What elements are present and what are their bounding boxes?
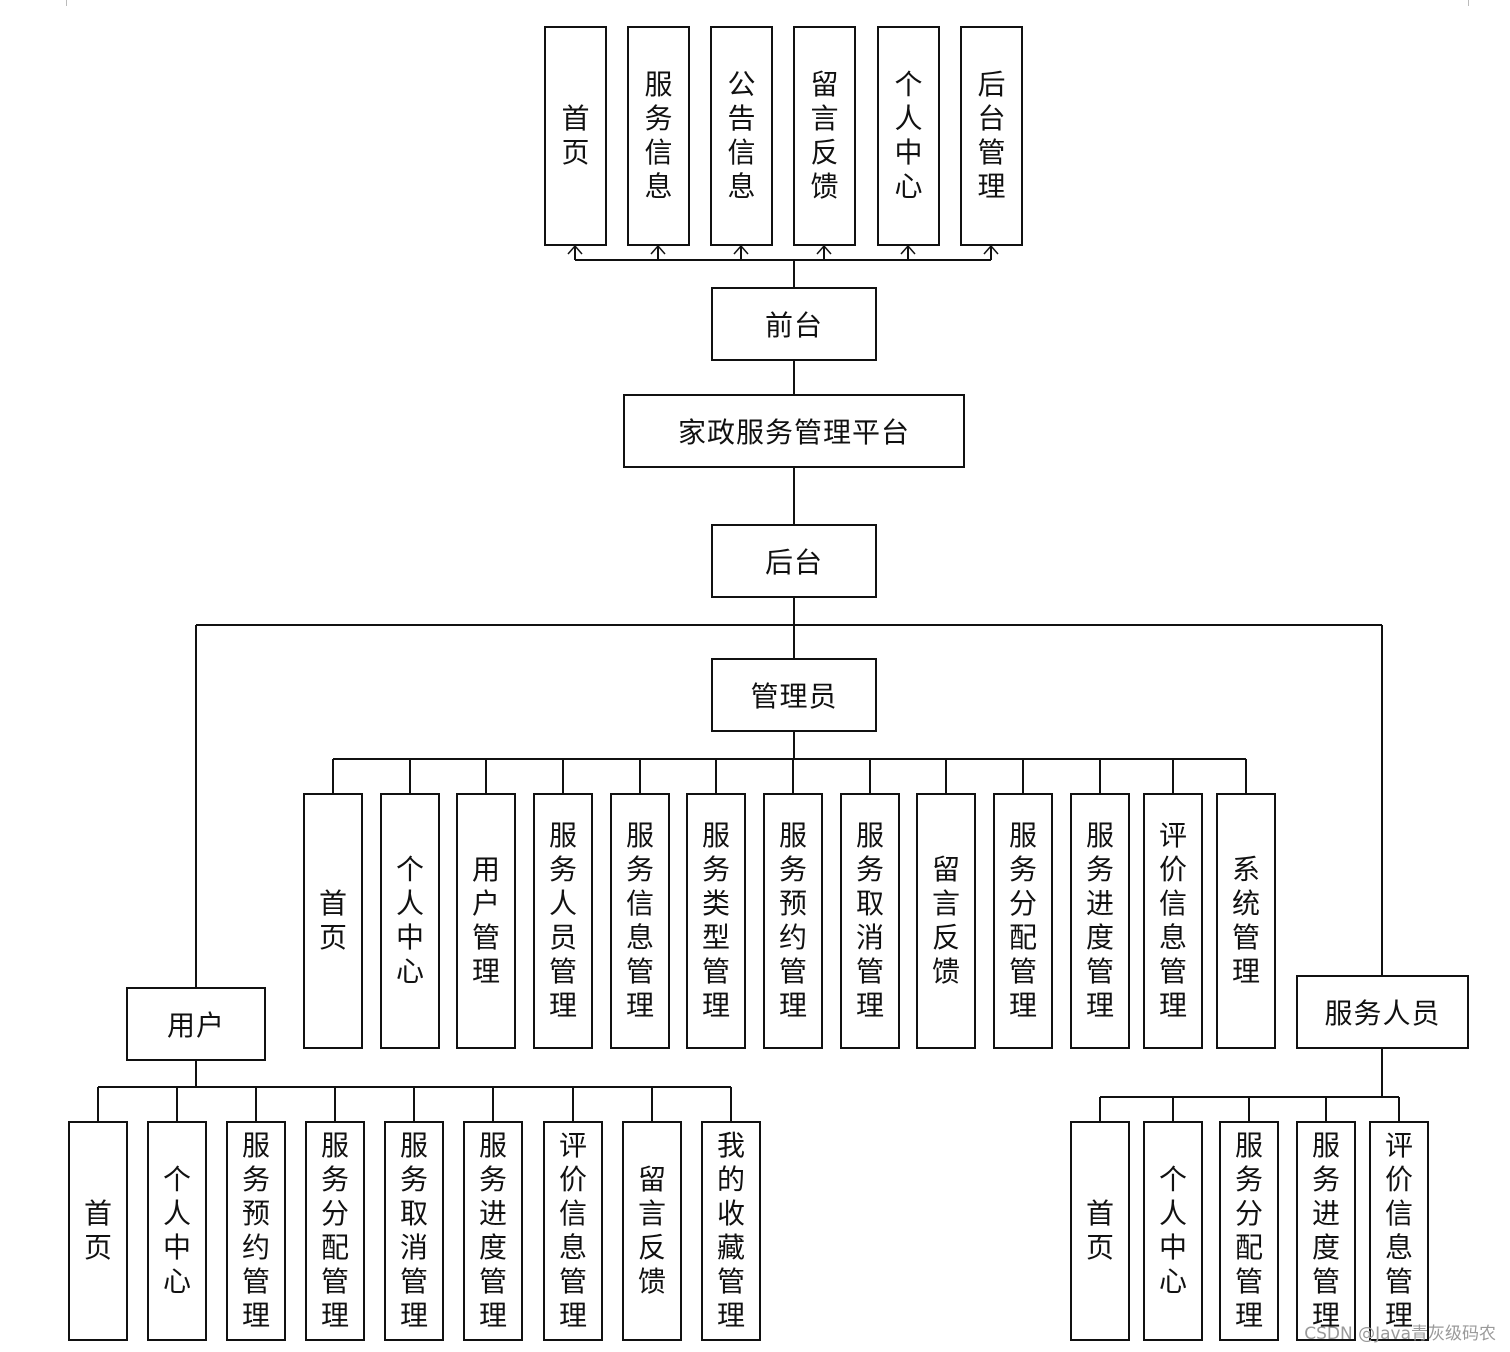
- backend-label: 后台: [764, 546, 823, 579]
- module-label: 评价信息管理: [1384, 1129, 1413, 1332]
- module-label: 服务取消管理: [399, 1129, 428, 1332]
- frontend-module: 首页: [544, 26, 607, 246]
- arrowhead: [900, 244, 916, 255]
- watermark-text: CSDN @Java青灰级码农: [1304, 1324, 1496, 1344]
- frontend-module: 留言反馈: [793, 26, 856, 246]
- user-module: 留言反馈: [622, 1121, 682, 1341]
- user-label: 用户: [166, 1009, 225, 1042]
- staff-label: 服务人员: [1324, 997, 1441, 1030]
- frontend-module: 后台管理: [960, 26, 1023, 246]
- user-module: 服务预约管理: [226, 1121, 286, 1341]
- frontend-label: 前台: [764, 309, 823, 342]
- staff-module: 首页: [1070, 1121, 1130, 1341]
- module-label: 评价信息管理: [1158, 819, 1187, 1022]
- module-label: 服务信息管理: [625, 819, 654, 1022]
- platform-box: 家政服务管理平台: [623, 394, 965, 468]
- module-label: 用户管理: [471, 853, 500, 988]
- module-label: 个人中心: [894, 68, 923, 203]
- admin-module: 服务信息管理: [610, 793, 670, 1049]
- staff-module: 服务分配管理: [1219, 1121, 1279, 1341]
- module-label: 服务进度管理: [1311, 1129, 1340, 1332]
- admin-module: 服务类型管理: [686, 793, 746, 1049]
- staff-box: 服务人员: [1296, 975, 1469, 1049]
- module-label: 首页: [318, 887, 347, 954]
- admin-module: 留言反馈: [916, 793, 976, 1049]
- staff-module: 个人中心: [1143, 1121, 1203, 1341]
- staff-module: 服务进度管理: [1296, 1121, 1356, 1341]
- module-label: 服务进度管理: [1085, 819, 1114, 1022]
- page-corner-mark-left: [66, 0, 67, 6]
- module-label: 留言反馈: [931, 853, 960, 988]
- admin-module: 服务取消管理: [840, 793, 900, 1049]
- admin-module: 个人中心: [380, 793, 440, 1049]
- module-label: 服务类型管理: [701, 819, 730, 1022]
- module-label: 服务分配管理: [1234, 1129, 1263, 1332]
- module-label: 公告信息: [727, 68, 756, 203]
- module-label: 个人中心: [1158, 1163, 1187, 1298]
- backend-box: 后台: [711, 524, 877, 598]
- platform-title: 家政服务管理平台: [677, 416, 910, 449]
- admin-module: 服务进度管理: [1070, 793, 1130, 1049]
- module-label: 首页: [1085, 1197, 1114, 1264]
- admin-label: 管理员: [750, 680, 838, 713]
- arrowhead: [650, 244, 666, 255]
- module-label: 服务取消管理: [855, 819, 884, 1022]
- frontend-module: 公告信息: [710, 26, 773, 246]
- module-label: 个人中心: [395, 853, 424, 988]
- admin-box: 管理员: [711, 658, 877, 732]
- module-label: 我的收藏管理: [716, 1129, 745, 1332]
- module-label: 服务信息: [644, 68, 673, 203]
- module-label: 评价信息管理: [558, 1129, 587, 1332]
- module-label: 个人中心: [162, 1163, 191, 1298]
- frontend-module: 服务信息: [627, 26, 690, 246]
- module-label: 服务进度管理: [478, 1129, 507, 1332]
- admin-module: 首页: [303, 793, 363, 1049]
- admin-module: 用户管理: [456, 793, 516, 1049]
- arrowhead: [983, 244, 999, 255]
- module-label: 首页: [561, 102, 590, 169]
- admin-module: 服务人员管理: [533, 793, 593, 1049]
- module-label: 后台管理: [977, 68, 1006, 203]
- page-corner-mark-right: [1468, 0, 1469, 6]
- arrowhead: [816, 244, 832, 255]
- module-label: 留言反馈: [637, 1163, 666, 1298]
- user-module: 服务进度管理: [463, 1121, 523, 1341]
- module-label: 服务分配管理: [320, 1129, 349, 1332]
- arrowhead: [733, 244, 749, 255]
- module-label: 首页: [83, 1197, 112, 1264]
- module-label: 服务分配管理: [1008, 819, 1037, 1022]
- module-label: 服务预约管理: [778, 819, 807, 1022]
- user-module: 服务分配管理: [305, 1121, 365, 1341]
- module-label: 服务预约管理: [241, 1129, 270, 1332]
- user-module: 个人中心: [147, 1121, 207, 1341]
- module-label: 服务人员管理: [548, 819, 577, 1022]
- user-module: 服务取消管理: [384, 1121, 444, 1341]
- admin-module: 系统管理: [1216, 793, 1276, 1049]
- frontend-module: 个人中心: [877, 26, 940, 246]
- admin-module: 服务分配管理: [993, 793, 1053, 1049]
- user-box: 用户: [126, 987, 266, 1061]
- module-label: 系统管理: [1231, 853, 1260, 988]
- user-module: 评价信息管理: [543, 1121, 603, 1341]
- admin-module: 服务预约管理: [763, 793, 823, 1049]
- admin-module: 评价信息管理: [1143, 793, 1203, 1049]
- frontend-box: 前台: [711, 287, 877, 361]
- user-module: 首页: [68, 1121, 128, 1341]
- arrowhead: [567, 244, 583, 255]
- staff-module: 评价信息管理: [1369, 1121, 1429, 1341]
- module-label: 留言反馈: [810, 68, 839, 203]
- user-module: 我的收藏管理: [701, 1121, 761, 1341]
